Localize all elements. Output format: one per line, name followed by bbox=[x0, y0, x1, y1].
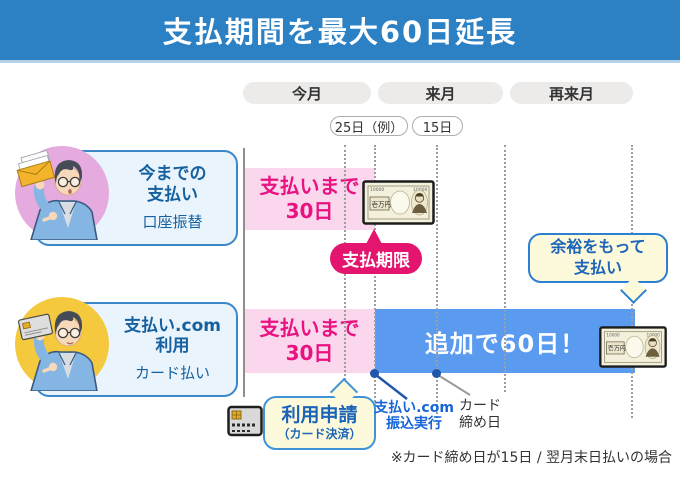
payment-deadline-badge: 支払期限 bbox=[330, 243, 422, 274]
ten-thousand-yen-bill-icon: 10000 10000 壱万円 bbox=[599, 326, 667, 368]
gridline-card-closing bbox=[436, 145, 438, 425]
profile-title-line2: 支払い bbox=[147, 184, 198, 205]
deadline-bubble-tail bbox=[366, 229, 382, 244]
svg-text:10000: 10000 bbox=[647, 332, 661, 337]
application-line1: 利用申請 bbox=[281, 403, 358, 426]
bar-label-line1: 支払いまで bbox=[259, 174, 360, 198]
bar-30days-row2: 支払いまで 30日 bbox=[244, 309, 375, 373]
timeline-axis bbox=[243, 148, 245, 397]
transfer-line1: 支払い.com bbox=[374, 400, 454, 416]
closing-line1: カード bbox=[459, 398, 501, 414]
svg-text:10000: 10000 bbox=[606, 332, 620, 337]
timeline-dot-card-closing bbox=[432, 369, 441, 378]
svg-text:壱万円: 壱万円 bbox=[372, 200, 392, 209]
svg-text:10000: 10000 bbox=[370, 187, 384, 193]
month-label: 再来月 bbox=[548, 84, 594, 103]
profile-subtitle: 口座振替 bbox=[142, 212, 203, 231]
card-closing-date-label: カード 締め日 bbox=[456, 398, 504, 432]
profile-title-line2: 利用 bbox=[155, 336, 190, 356]
header-divider bbox=[0, 60, 680, 63]
bar-label-line1: 支払いまで bbox=[259, 316, 360, 340]
closing-line2: 締め日 bbox=[459, 414, 501, 431]
ten-thousand-yen-bill-icon: 10000 10000 壱万円 bbox=[362, 180, 435, 225]
header-banner: 支払期間を最大60日延長 bbox=[0, 0, 680, 60]
transfer-line2: 振込実行 bbox=[386, 416, 442, 433]
month-pill-month-after-next: 再来月 bbox=[510, 82, 633, 104]
profile-subtitle: カード払い bbox=[134, 364, 210, 383]
date-pill-25th-example: 25日（例） bbox=[330, 116, 408, 136]
month-pill-this-month: 今月 bbox=[243, 82, 371, 104]
deadline-label: 支払期限 bbox=[342, 251, 410, 271]
month-label: 来月 bbox=[425, 84, 456, 103]
date-pill-15th: 15日 bbox=[412, 116, 463, 136]
profile-title-line1: 今までの bbox=[138, 164, 207, 185]
footnote: ※カード締め日が15日 / 翌月末日払いの場合 bbox=[390, 450, 672, 466]
month-pill-next-month: 来月 bbox=[378, 82, 503, 104]
man-holding-envelopes-illustration bbox=[15, 146, 109, 240]
man-holding-credit-card-illustration bbox=[15, 297, 109, 391]
application-line2: （カード決済） bbox=[277, 426, 362, 441]
transfer-execution-label: 支払い.com 振込実行 bbox=[374, 400, 454, 432]
credit-card-icon bbox=[227, 405, 263, 437]
relaxed-payment-callout: 余裕をもって 支払い bbox=[528, 233, 668, 283]
relaxed-line2: 支払い bbox=[573, 258, 622, 277]
svg-text:壱万円: 壱万円 bbox=[608, 345, 626, 353]
page-title: 支払期間を最大60日延長 bbox=[162, 15, 518, 49]
gridline-next-month-end bbox=[504, 145, 506, 392]
month-label: 今月 bbox=[291, 84, 322, 103]
relaxed-line1: 余裕をもって bbox=[550, 237, 646, 257]
date-label: 15日 bbox=[422, 120, 453, 136]
gridline-month-end bbox=[374, 145, 376, 425]
date-label: 25日（例） bbox=[334, 120, 404, 136]
timeline-dot-transfer bbox=[370, 369, 379, 378]
profile-title-line1: 支払い.com bbox=[124, 315, 221, 336]
bar-label-line2: 30日 bbox=[285, 341, 334, 365]
bar-30days-row1: 支払いまで 30日 bbox=[244, 168, 375, 230]
application-callout: 利用申請 （カード決済） bbox=[263, 396, 376, 450]
bar-label-line2: 30日 bbox=[285, 199, 334, 223]
